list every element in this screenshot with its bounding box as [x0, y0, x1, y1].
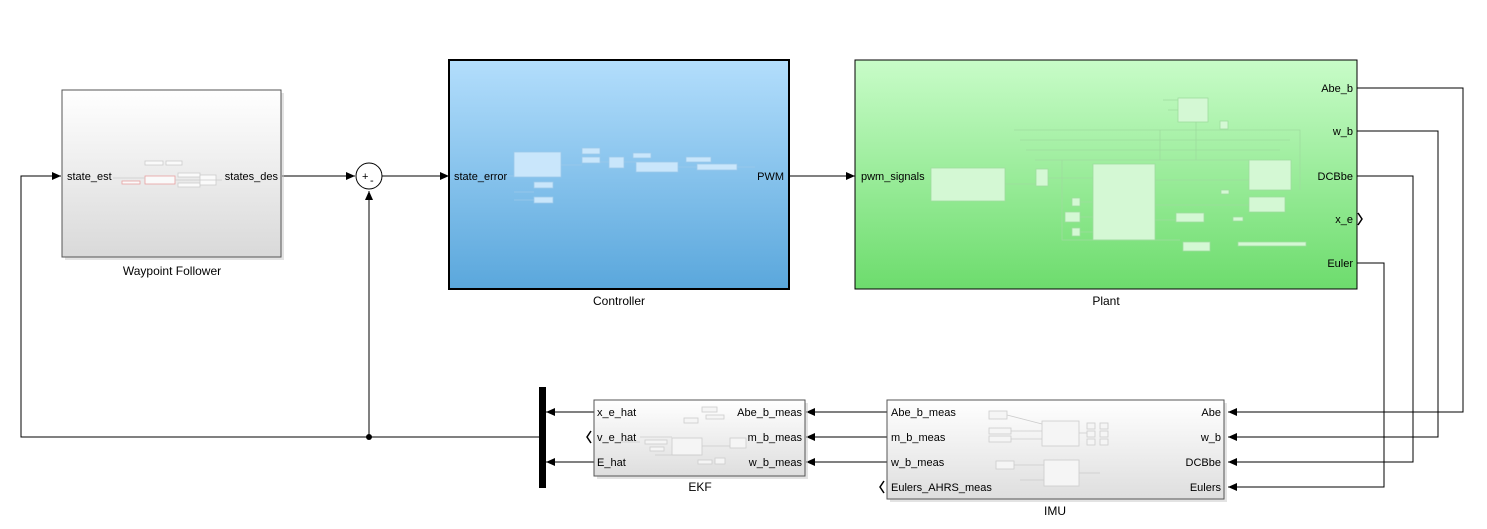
port-imu-in-eulers: Eulers — [1190, 482, 1222, 494]
wire-state-est — [20, 172, 539, 438]
port-ekf-in-m: m_b_meas — [748, 432, 803, 444]
mux-block[interactable] — [539, 387, 546, 488]
wire-dcbbe — [1228, 175, 1414, 466]
port-plant-in: pwm_signals — [861, 171, 925, 183]
ekf-title: EKF — [688, 480, 711, 494]
port-controller-out: PWM — [757, 171, 784, 183]
port-plant-out-xe: x_e — [1335, 214, 1353, 226]
plant-title: Plant — [1092, 294, 1120, 308]
port-ekf-in-abe: Abe_b_meas — [737, 407, 802, 419]
wire-abe — [1228, 87, 1464, 416]
port-imu-out-w: w_b_meas — [890, 457, 945, 469]
port-plant-out-abe: Abe_b — [1321, 83, 1353, 95]
controller-block[interactable] — [448, 59, 790, 290]
sum-plus-sign: + — [362, 171, 368, 183]
controller-title: Controller — [593, 294, 645, 308]
waypoint-title: Waypoint Follower — [123, 264, 221, 278]
port-imu-in-abe: Abe — [1201, 407, 1221, 419]
port-plant-out-euler: Euler — [1327, 258, 1353, 270]
imu-title: IMU — [1044, 504, 1066, 518]
unconnected-port-icon — [879, 480, 885, 494]
sum-minus-sign: - — [370, 175, 374, 187]
port-ekf-out-vhat: v_e_hat — [597, 432, 636, 444]
port-waypoint-out: states_des — [225, 171, 279, 183]
waypoint-follower-block[interactable] — [61, 89, 284, 260]
wire-wb — [1228, 130, 1439, 441]
unconnected-port-icon — [586, 430, 592, 444]
waypoint-internals — [113, 160, 222, 188]
ekf-internals — [620, 406, 747, 465]
ekf-block[interactable] — [593, 399, 808, 479]
signal-lines — [20, 87, 1464, 491]
port-imu-out-eulers: Eulers_AHRS_meas — [891, 482, 992, 494]
unconnected-port-icon — [1357, 212, 1363, 226]
port-ekf-in-w: w_b_meas — [748, 457, 803, 469]
plant-block[interactable] — [854, 59, 1358, 290]
port-imu-in-wb: w_b — [1200, 432, 1221, 444]
plant-internals — [930, 97, 1307, 252]
wire-euler — [1228, 262, 1385, 491]
port-imu-out-abe: Abe_b_meas — [891, 407, 956, 419]
sum-block[interactable]: + - — [355, 162, 383, 190]
port-imu-in-dcbbe: DCBbe — [1186, 457, 1221, 469]
branch-point — [366, 434, 372, 440]
port-ekf-out-xhat: x_e_hat — [597, 407, 636, 419]
port-ekf-out-ehat: E_hat — [597, 457, 626, 469]
imu-block[interactable] — [886, 399, 1227, 502]
port-plant-out-wb: w_b — [1332, 126, 1353, 138]
port-imu-out-m: m_b_meas — [891, 432, 946, 444]
port-waypoint-in: state_est — [67, 171, 112, 183]
controller-internals — [490, 147, 755, 204]
imu-internals — [988, 410, 1109, 487]
port-plant-out-dcbbe: DCBbe — [1318, 171, 1353, 183]
port-controller-in: state_error — [454, 171, 508, 183]
